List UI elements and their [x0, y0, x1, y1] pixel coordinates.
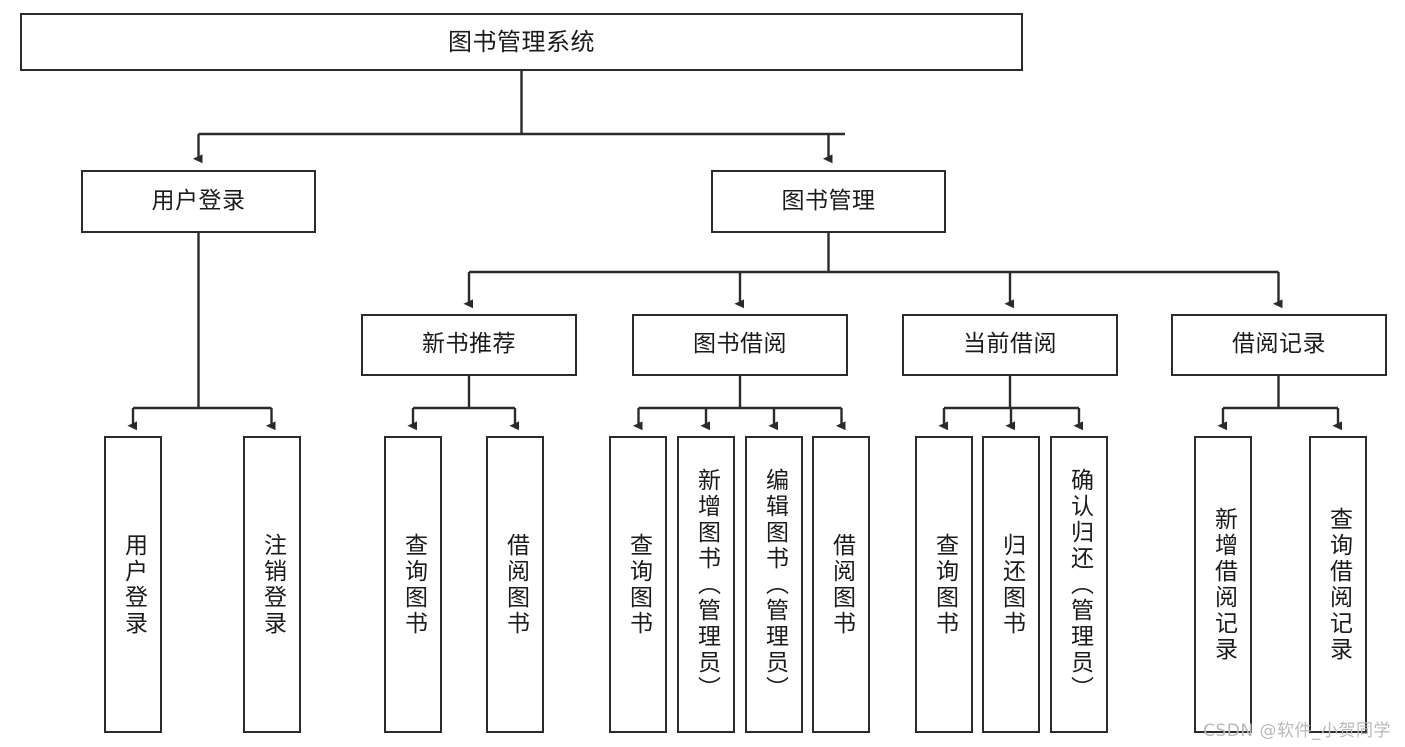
leaf-borrow-borrow-book[interactable]: 借阅图书	[812, 436, 870, 733]
node-label: 借阅图书	[502, 532, 529, 637]
node-borrow-record[interactable]: 借阅记录	[1171, 314, 1387, 376]
leaf-current-query-book[interactable]: 查询图书	[915, 436, 973, 733]
node-book-management[interactable]: 图书管理	[711, 170, 946, 233]
leaf-current-return-book[interactable]: 归还图书	[982, 436, 1040, 733]
node-label: 查询图书	[931, 532, 958, 637]
node-label: 新增图书（管理员）	[693, 467, 720, 702]
leaf-borrow-edit-book-admin[interactable]: 编辑图书（管理员）	[745, 436, 803, 733]
leaf-borrow-query-book[interactable]: 查询图书	[609, 436, 667, 733]
node-label: 编辑图书（管理员）	[761, 467, 788, 702]
node-label: 当前借阅	[963, 331, 1057, 358]
leaf-user-logout[interactable]: 注销登录	[243, 436, 301, 733]
node-label: 借阅图书	[828, 532, 855, 637]
node-book-borrow[interactable]: 图书借阅	[632, 314, 848, 376]
node-label: 用户登录	[151, 187, 246, 214]
node-label: 查询图书	[400, 532, 427, 637]
leaf-current-confirm-return-admin[interactable]: 确认归还（管理员）	[1050, 436, 1108, 733]
leaf-new-book-query[interactable]: 查询图书	[384, 436, 442, 733]
node-label: 图书管理系统	[448, 27, 595, 56]
node-label: 新增借阅记录	[1210, 506, 1237, 663]
node-label: 归还图书	[998, 532, 1025, 637]
node-label: 确认归还（管理员）	[1066, 467, 1093, 702]
leaf-borrow-add-book-admin[interactable]: 新增图书（管理员）	[677, 436, 735, 733]
node-label: 借阅记录	[1232, 331, 1326, 358]
leaf-new-book-borrow[interactable]: 借阅图书	[486, 436, 544, 733]
node-label: 用户登录	[120, 532, 147, 637]
node-label: 图书借阅	[693, 331, 787, 358]
leaf-user-login[interactable]: 用户登录	[104, 436, 162, 733]
node-label: 查询借阅记录	[1325, 506, 1352, 663]
leaf-record-add[interactable]: 新增借阅记录	[1194, 436, 1252, 733]
node-label: 新书推荐	[422, 331, 516, 358]
node-new-book-recommend[interactable]: 新书推荐	[361, 314, 577, 376]
leaf-record-query[interactable]: 查询借阅记录	[1309, 436, 1367, 733]
node-label: 查询图书	[625, 532, 652, 637]
node-root-system[interactable]: 图书管理系统	[20, 13, 1023, 71]
node-user-login[interactable]: 用户登录	[81, 170, 316, 233]
node-label: 注销登录	[259, 532, 286, 637]
node-label: 图书管理	[781, 187, 876, 214]
watermark-text: CSDN @软件_小贺同学	[1203, 721, 1391, 741]
node-current-borrow[interactable]: 当前借阅	[902, 314, 1118, 376]
